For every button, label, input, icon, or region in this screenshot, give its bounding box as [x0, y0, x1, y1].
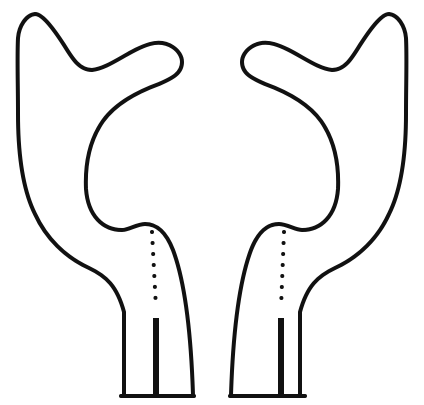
diagram-background: [0, 0, 424, 405]
mirrored-shape-diagram: [0, 0, 424, 405]
